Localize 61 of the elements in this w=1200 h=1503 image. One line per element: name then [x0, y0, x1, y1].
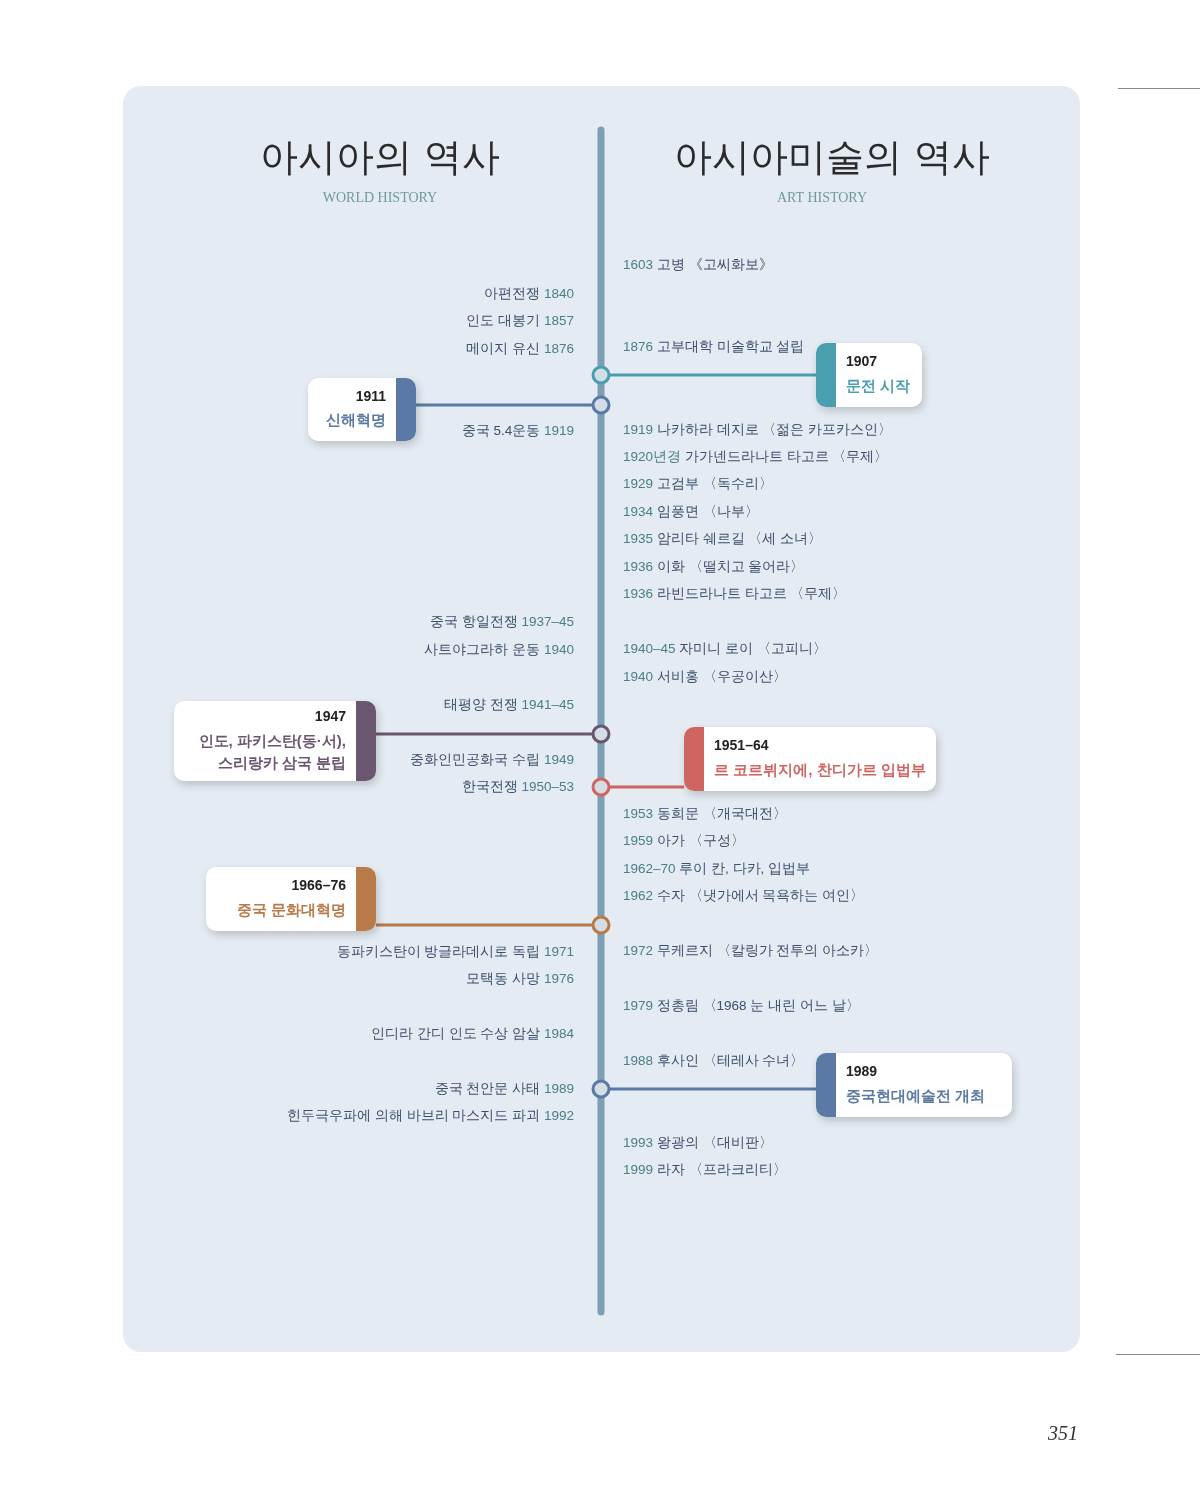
- event-callout: [308, 378, 416, 441]
- connector-line: [610, 1087, 816, 1091]
- timeline-entry: 메이지 유신 1876: [466, 342, 574, 356]
- callout-year: 1911: [355, 387, 386, 406]
- connector-line: [376, 732, 592, 736]
- timeline-entry: 1993 왕광의 〈대비판〉: [623, 1136, 773, 1150]
- callout-year: 1951–64: [714, 737, 769, 755]
- callout-event: 중국 문화대혁명: [236, 899, 346, 920]
- timeline-entry: 1953 동희문 〈개국대전〉: [623, 807, 787, 821]
- column-heading: 아시아의 역사: [259, 138, 501, 176]
- connector-line: [376, 923, 592, 927]
- timeline-entry: 1876 고부대학 미술학교 설립: [623, 340, 805, 354]
- connector-line: [610, 785, 684, 789]
- timeline-entry: 1962–70 루이 칸, 다카, 입법부: [623, 862, 811, 876]
- timeline-entry: 1935 암리타 쉐르길 〈세 소녀〉: [623, 532, 823, 546]
- event-callout: [684, 727, 936, 791]
- callout-event: 중국현대예술전 개최: [846, 1085, 986, 1106]
- timeline-entry: 동파키스탄이 방글라데시로 독립 1971: [336, 945, 574, 959]
- timeline-entry: 1936 이화 〈떨치고 울어라〉: [623, 560, 805, 574]
- timeline-entry: 1603 고병 《고씨화보》: [623, 258, 773, 272]
- column-subheading: WORLD HISTORY: [322, 191, 438, 205]
- timeline-entry: 1929 고검부 〈독수리〉: [623, 477, 773, 491]
- callout-event: 르 코르뷔지에, 찬디가르 입법부: [714, 759, 926, 780]
- timeline-entry: 1972 무케르지 〈칼링가 전투의 아소카〉: [623, 944, 879, 958]
- timeline-entry: 중화인민공화국 수립 1949: [410, 753, 574, 767]
- callout-year: 1947: [314, 708, 346, 726]
- timeline-entry: 사트야그라하 운동 1940: [424, 643, 574, 657]
- event-callout: [174, 701, 376, 781]
- timeline-entry: 1919 나카하라 데지로 〈젊은 카프카스인〉: [623, 423, 893, 437]
- timeline-entry: 1936 라빈드라나트 타고르 〈무제〉: [623, 587, 847, 601]
- timeline-entry: 한국전쟁 1950–53: [461, 780, 574, 794]
- connector-line: [610, 373, 816, 377]
- timeline-entry: 중국 5.4운동 1919: [461, 424, 574, 438]
- timeline-entry: 1920년경 가가넨드라나트 타고르 〈무제〉: [623, 450, 889, 464]
- timeline-entry: 1940–45 자미니 로이 〈고피니〉: [623, 642, 827, 656]
- timeline-entry: 중국 천안문 사태 1989: [434, 1082, 574, 1096]
- timeline-entry: 1999 라자 〈프라크리티〉: [623, 1163, 787, 1177]
- callout-year: 1989: [846, 1063, 878, 1081]
- event-callout: [206, 867, 376, 931]
- column-heading: 아시아미술의 역사: [673, 138, 991, 176]
- page-number: 351: [1048, 1423, 1078, 1443]
- timeline-entry: 인도 대봉기 1857: [466, 314, 574, 328]
- timeline-entry: 1959 아가 〈구성〉: [623, 834, 745, 848]
- timeline-entry: 1940 서비홍 〈우공이산〉: [623, 670, 787, 684]
- event-callout: [816, 1053, 1012, 1117]
- timeline-entry: 중국 항일전쟁 1937–45: [429, 615, 574, 629]
- timeline-entry: 힌두극우파에 의해 바브리 마스지드 파괴 1992: [287, 1109, 574, 1123]
- timeline-entry: 1962 수자 〈냇가에서 목욕하는 여인〉: [623, 889, 865, 903]
- column-subheading: ART HISTORY: [776, 191, 868, 205]
- timeline-entry: 1979 정총림 〈1968 눈 내린 어느 날〉: [623, 999, 860, 1013]
- callout-year: 1907: [846, 353, 878, 371]
- timeline-entry: 1988 후사인 〈테레사 수녀〉: [623, 1054, 805, 1068]
- timeline-entry: 모택동 사망 1976: [466, 972, 574, 986]
- timeline-entry: 1934 임풍면 〈나부〉: [623, 505, 759, 519]
- event-callout: [816, 343, 922, 407]
- callout-year: 1966–76: [291, 877, 346, 895]
- connector-line: [416, 403, 592, 407]
- callout-event: 문전 시작: [846, 375, 911, 396]
- callout-event: 신해혁명: [326, 410, 386, 431]
- callout-event: 인도, 파키스탄(동·서), 스리랑카 삼국 분립: [197, 730, 346, 773]
- timeline-entry: 아편전쟁 1840: [484, 287, 574, 301]
